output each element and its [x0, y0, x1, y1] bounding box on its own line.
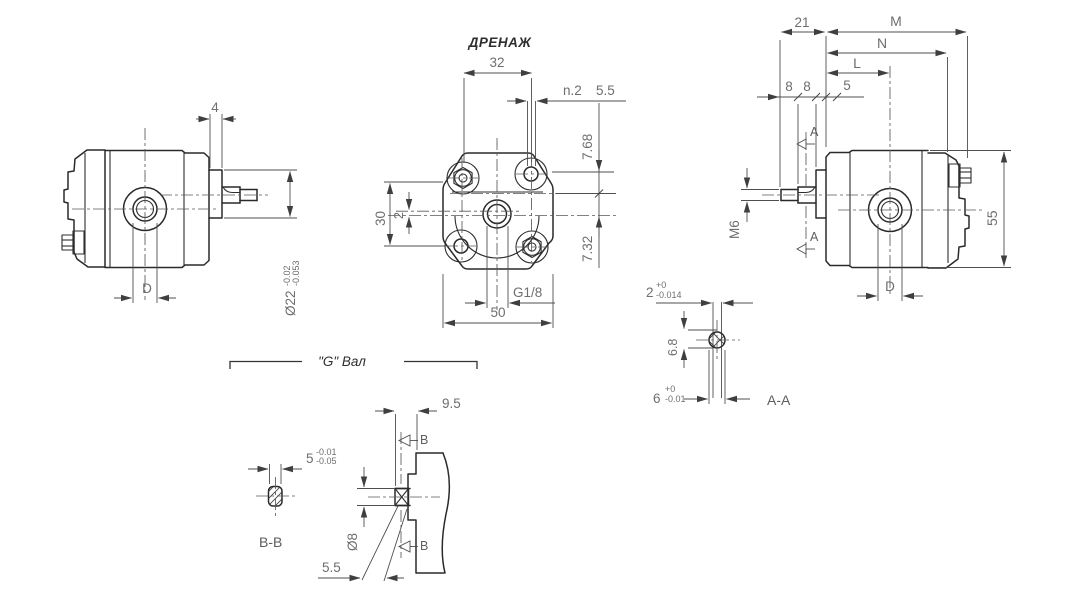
aa-dim-68-label: 6.8: [666, 339, 680, 356]
bb-dim-5-label: 5: [306, 451, 314, 466]
dim-30-label: 30: [373, 211, 388, 226]
shaft-key-detail: B B 9.5 Ø8 5.5: [318, 396, 461, 582]
aa-dim-2-tol-hi: +0: [656, 280, 666, 290]
shaft-title: "G" Вал: [318, 354, 366, 369]
bb-dim-5-tol-lo: -0.05: [316, 456, 337, 466]
dim-flange-width-50: 50: [442, 274, 554, 328]
dim-m-label: M: [890, 13, 902, 29]
dim-8a-label: 8: [785, 79, 793, 94]
hole-dia-label: 5.5: [596, 83, 615, 98]
cut-a-top-label: A: [810, 125, 819, 139]
dim-spigot-diameter: Ø22 -0.02 -0.053: [224, 169, 301, 316]
dia-8-label: Ø8: [345, 533, 360, 551]
dim-2-offset-label: 2: [392, 212, 406, 219]
dim-50-label: 50: [490, 305, 505, 320]
pump-body-right-geometry: [762, 66, 984, 295]
thread-m6-label: M6: [727, 220, 742, 239]
dim-flat-width-6: 6 +0 -0.01: [653, 350, 750, 406]
aa-dim-6-tol-lo: -0.01: [665, 394, 686, 404]
shaft-detail-group: "G" Вал 5 -0.01 -0.05 B-B: [229, 354, 478, 582]
dia-22-label: Ø22: [283, 290, 298, 316]
view-side-right: A A 21 M N L 8: [727, 13, 1011, 301]
title-bracket-left: [229, 360, 302, 369]
dim-key-depth-68: 6.8: [666, 311, 717, 368]
section-bb-label: B-B: [259, 534, 282, 550]
dim-n-label: N: [877, 35, 887, 51]
bb-dim-5-tol-hi: -0.01: [316, 447, 337, 457]
dim-55-label: 55: [984, 210, 1000, 226]
dim-bore-d-right: D: [857, 224, 923, 301]
dim-8b-label: 8: [803, 79, 811, 94]
aa-dim-6-tol-hi: +0: [665, 384, 675, 394]
bolt-head-bottom-right: [522, 235, 542, 259]
dim-chain-768-732: 7.68 7.32: [552, 103, 616, 268]
aa-dim-6-label: 6: [653, 391, 661, 406]
dim-30-and-2: 30 2: [373, 181, 446, 247]
cut-a-flag-bottom-icon: [796, 243, 807, 255]
dim-key-width-2: 2 +0 -0.014: [646, 280, 753, 307]
dim-5-label: 5: [843, 78, 851, 93]
dim-collar-width: 4: [196, 100, 236, 168]
dim-768-label: 7.68: [580, 134, 595, 160]
section-aa-geometry: [696, 302, 740, 398]
cut-b-top-label: B: [420, 433, 428, 447]
view-front: ДРЕНАЖ: [373, 35, 626, 328]
dia-22-tol-upper: -0.02: [282, 265, 292, 286]
aa-dim-2-tol-lo: -0.014: [656, 290, 682, 300]
section-a-a: 2 +0 -0.014 6.8 6 +0 -0.01 A-A: [646, 280, 791, 408]
cut-b-bottom-label: B: [420, 539, 428, 553]
dim-732-label: 7.32: [580, 236, 595, 262]
dim-l-label: L: [853, 55, 861, 71]
dim-height-55: 55: [930, 150, 1011, 268]
section-b-b: 5 -0.01 -0.05 B-B: [248, 447, 337, 550]
dim-55-chamfer-label: 5.5: [322, 560, 341, 575]
dim-bolt-spacing-32: 32: [463, 55, 532, 163]
dim-32-label: 32: [489, 55, 504, 70]
dim-shaft-thread-m6: M6: [727, 168, 779, 239]
dims-top-right: 21 M N L 8 8 5: [757, 13, 968, 187]
cutting-plane-a: A A: [796, 125, 819, 258]
thread-g18-label: G1/8: [513, 285, 542, 300]
dim-21-label: 21: [794, 15, 809, 30]
dim-bore-d-left: D: [114, 223, 176, 303]
pump-body-left-geometry: [61, 128, 268, 300]
view-side-left: 4 Ø22 -0.02 -0.053 D: [61, 100, 301, 316]
dim-95-label: 9.5: [442, 396, 461, 411]
dim-d-left-label: D: [142, 281, 152, 296]
dim-4-label: 4: [211, 100, 219, 115]
section-aa-label: A-A: [767, 392, 791, 408]
dim-thread-g18: G1/8: [465, 226, 555, 308]
cut-a-bottom-label: A: [810, 230, 819, 244]
dim-d-right-label: D: [885, 279, 895, 294]
dim-drain-holes: n.2 5.5: [507, 83, 626, 166]
bolt-head-top-left: [453, 166, 473, 190]
dia-22-tol-lower: -0.053: [291, 260, 301, 286]
aa-dim-2-label: 2: [646, 285, 654, 300]
flange-geometry: [388, 138, 618, 310]
title-bracket-right: [404, 360, 478, 369]
hole-count-label: n.2: [563, 83, 582, 98]
drain-title: ДРЕНАЖ: [468, 35, 533, 50]
